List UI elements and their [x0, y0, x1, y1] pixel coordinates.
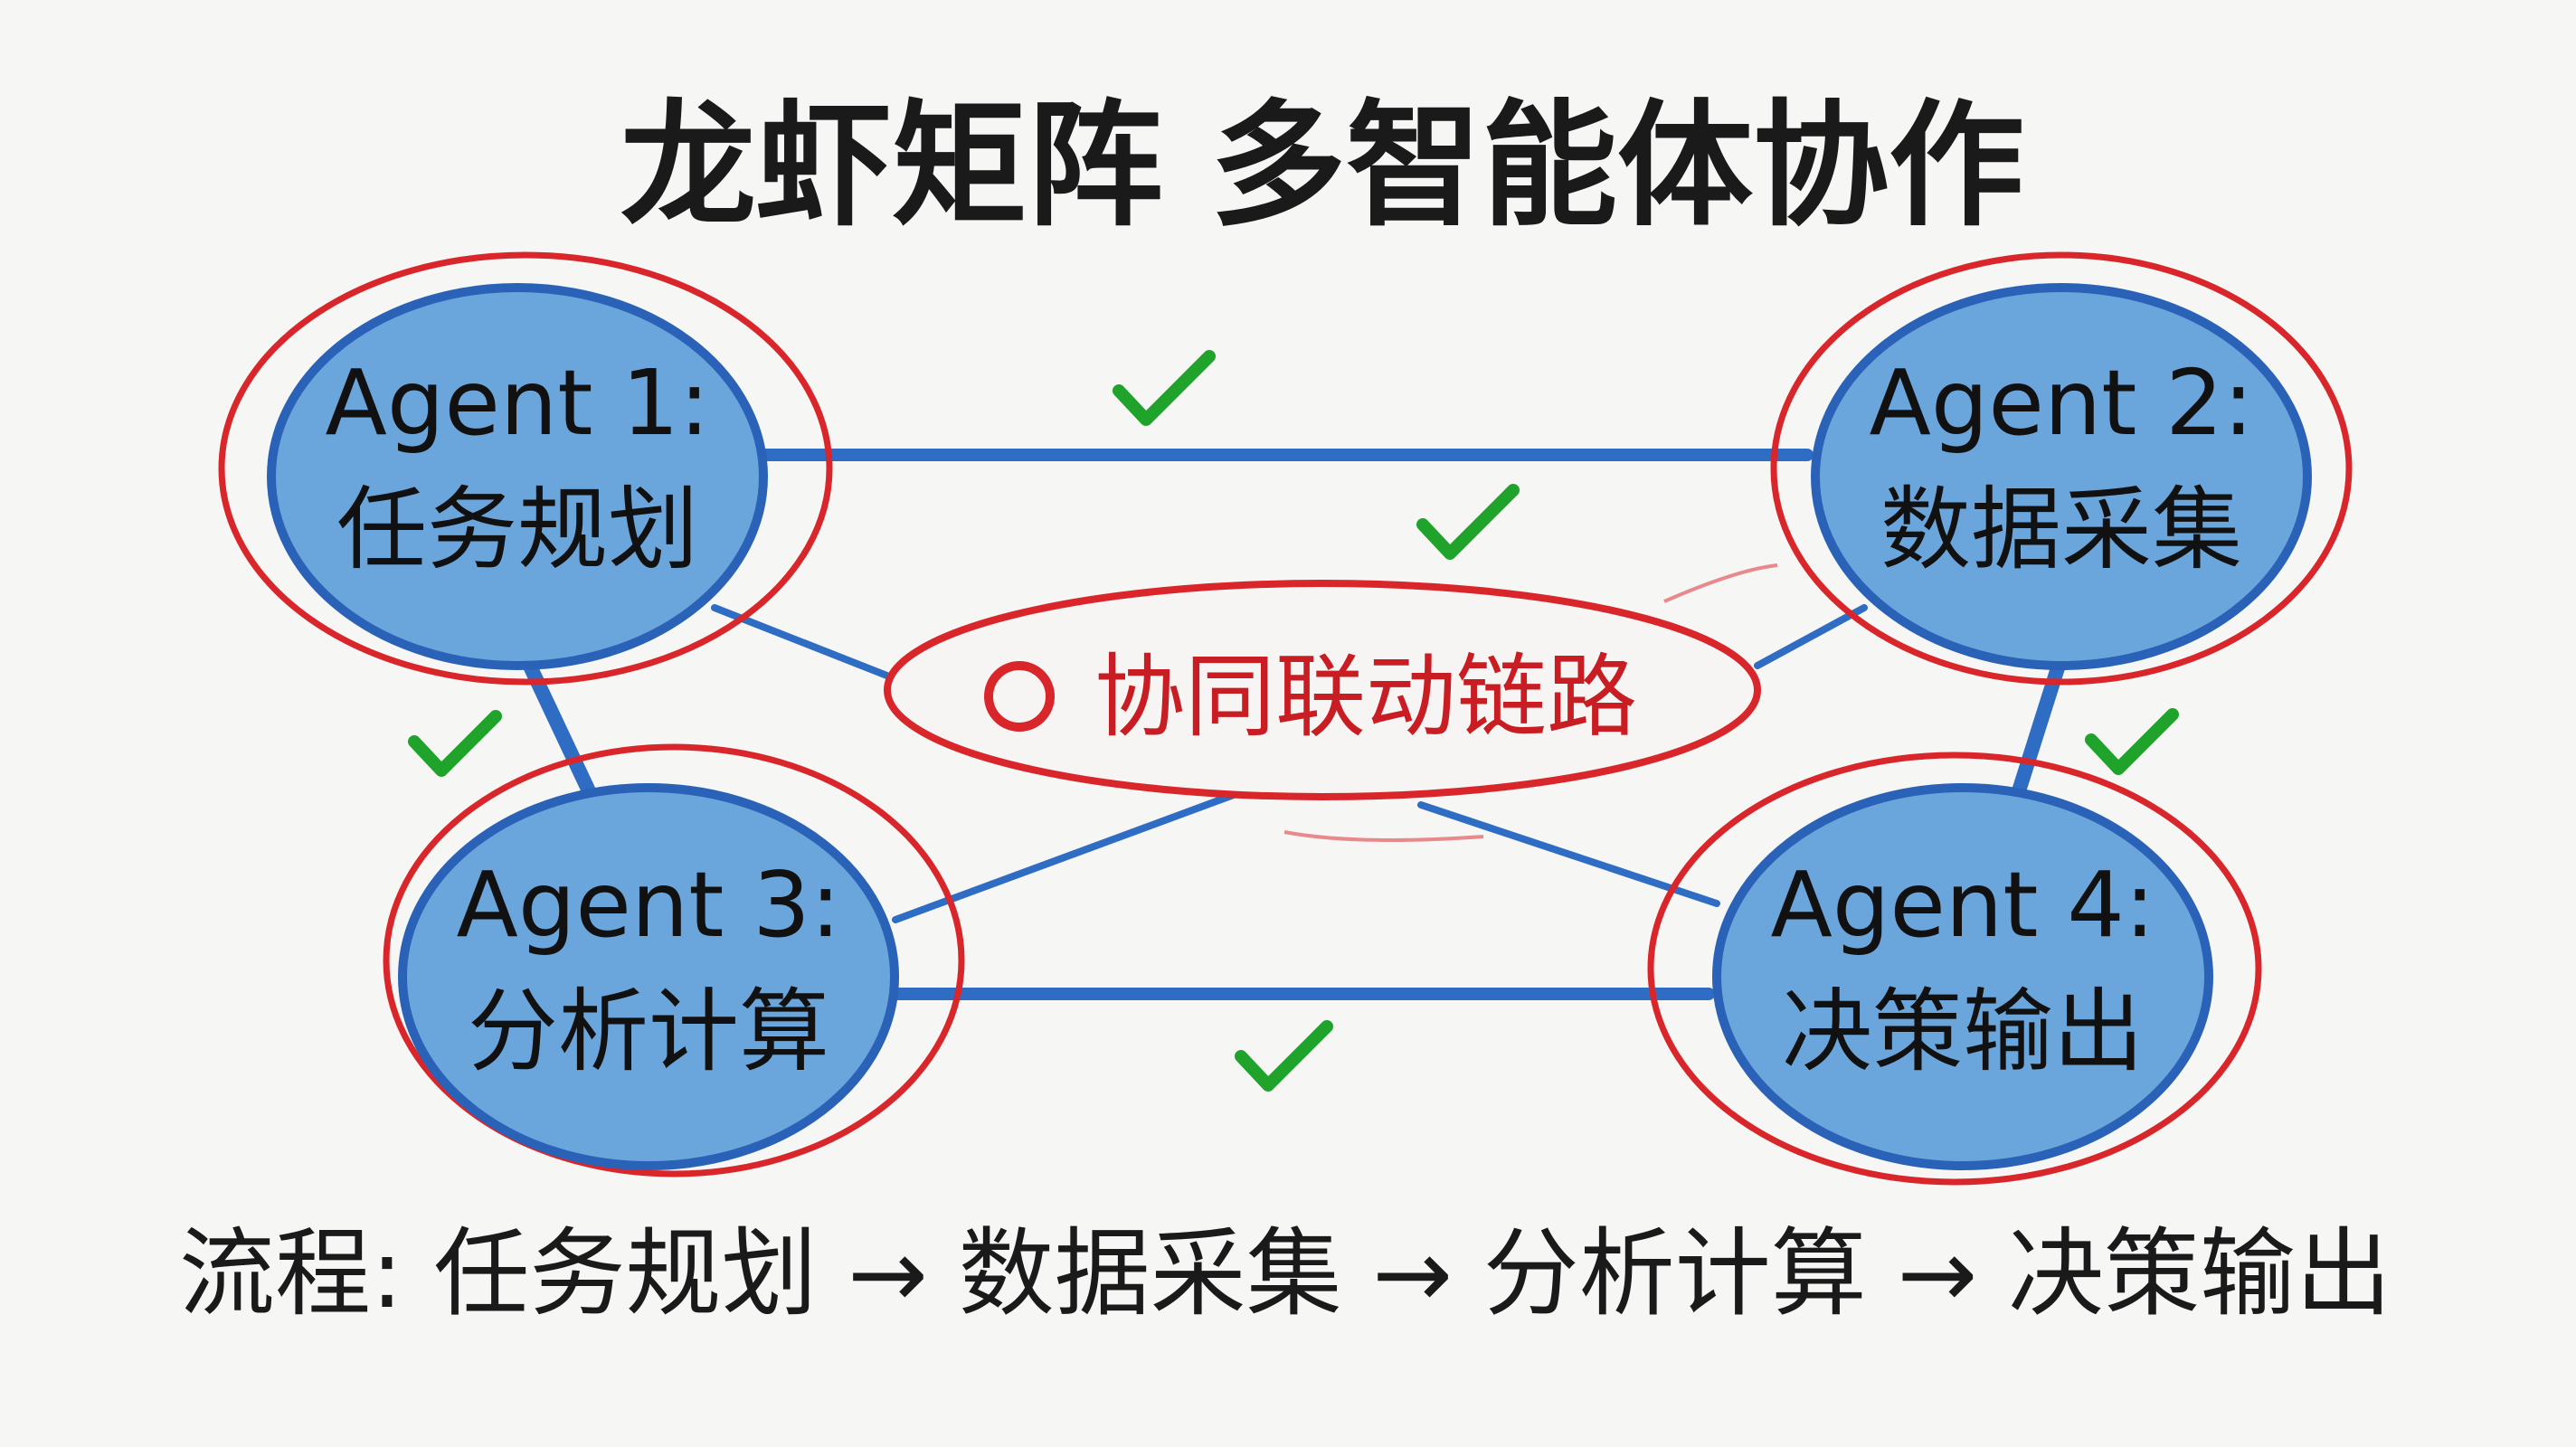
- agent-node-4: Agent 4: 决策输出: [1647, 752, 2262, 1186]
- diagram-title: 龙虾矩阵 多智能体协作: [620, 88, 2024, 245]
- agent-role: 任务规划: [336, 477, 698, 582]
- agent-label: Agent 1:: [325, 350, 709, 456]
- link-agent2-center: [1754, 604, 1868, 669]
- agent-role: 决策输出: [1782, 979, 2144, 1084]
- center-link-node: 协同联动链路: [884, 563, 1778, 842]
- check-icon: [1113, 350, 1216, 426]
- check-icon: [2085, 708, 2179, 775]
- agent-label: Agent 3:: [456, 852, 840, 958]
- agent-label: Agent 4:: [1770, 852, 2155, 958]
- center-label: 协同联动链路: [1094, 644, 1637, 750]
- agent-role: 数据采集: [1880, 477, 2242, 582]
- agent-node-1: Agent 1: 任务规划: [218, 251, 833, 686]
- flow-caption: 流程: 任务规划 → 数据采集 → 分析计算 → 决策输出: [179, 1218, 2391, 1329]
- agent-node-2: Agent 2: 数据采集: [1770, 251, 2353, 686]
- check-icon: [1416, 484, 1520, 560]
- agent-role: 分析计算: [468, 979, 829, 1084]
- agent-node-3: Agent 3: 分析计算: [383, 743, 965, 1177]
- link-agent4-center: [1417, 801, 1720, 907]
- check-icon: [1235, 1020, 1333, 1092]
- check-icon: [408, 710, 502, 777]
- circle-icon: [984, 661, 1055, 732]
- link-agent3-center: [892, 777, 1276, 923]
- agent-label: Agent 2:: [1869, 350, 2253, 456]
